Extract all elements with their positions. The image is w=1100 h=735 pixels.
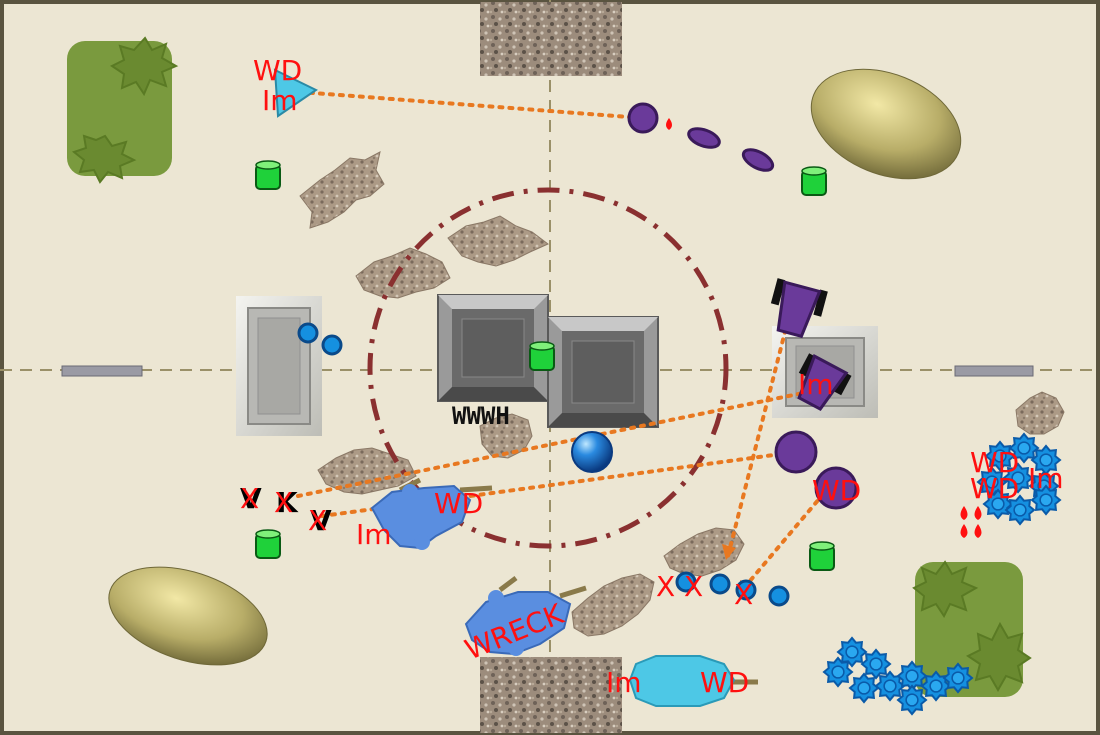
- building-tag: WWWH: [452, 402, 510, 430]
- blood-drop-icon: [666, 118, 672, 130]
- wd-label-right-1: WD: [970, 446, 1019, 479]
- blood-drop-icon: [960, 506, 968, 520]
- svg-text:K: K: [276, 486, 299, 519]
- im-label-right: Im: [1028, 462, 1064, 495]
- swarm-model[interactable]: [896, 660, 928, 692]
- rubble-7: [571, 573, 655, 637]
- rubble-1: [299, 151, 385, 229]
- wd-label-purple-monster: WD: [812, 474, 861, 507]
- purple-vehicle-2[interactable]: [788, 353, 852, 414]
- gravel-tile-top: [480, 2, 622, 76]
- wd-label-bottom: WD: [700, 666, 749, 699]
- swarm-model[interactable]: [896, 684, 928, 716]
- swarm-model[interactable]: [1030, 484, 1062, 516]
- wrecked-vehicle[interactable]: [464, 576, 587, 656]
- im-label-top: Im: [262, 84, 298, 117]
- swarm-model[interactable]: [874, 670, 906, 702]
- right-edge-marker: [954, 365, 1034, 377]
- left-edge-marker: [61, 365, 143, 377]
- x-mark-icon: X: [656, 570, 675, 603]
- swarm-model[interactable]: [1030, 444, 1062, 476]
- swarm-model[interactable]: [920, 670, 952, 702]
- building-center-left: [437, 294, 549, 402]
- purple-model[interactable]: [686, 125, 722, 151]
- blue-vehicle-mid[interactable]: [370, 477, 493, 550]
- swarm-model[interactable]: [1002, 462, 1034, 494]
- purple-model[interactable]: [740, 145, 776, 174]
- svg-text:V: V: [240, 482, 262, 515]
- purple-vehicle-1[interactable]: [765, 278, 828, 340]
- blue-model[interactable]: [321, 334, 343, 356]
- blue-swarm-bottom[interactable]: [822, 636, 974, 716]
- blood-drops-right: [960, 506, 982, 538]
- swarm-model[interactable]: [848, 672, 880, 704]
- swarm-model[interactable]: [1004, 494, 1036, 526]
- objective-marker-icon[interactable]: [529, 341, 555, 371]
- purple-squad-top[interactable]: [627, 102, 776, 175]
- objective-marker-icon[interactable]: [801, 166, 827, 196]
- im-label-mid-vehicle: Im: [356, 518, 392, 551]
- purple-model[interactable]: [627, 102, 659, 134]
- blue-model[interactable]: [675, 571, 697, 593]
- building-center-right: [547, 316, 659, 428]
- center-objective-ring: [367, 187, 729, 549]
- blood-drop-icon: [960, 524, 968, 538]
- blue-model[interactable]: [768, 585, 790, 607]
- im-label-purple-vehicle: Im: [798, 368, 834, 401]
- x-mark-icon: X: [274, 486, 293, 519]
- cyan-vehicle-bottom[interactable]: [628, 655, 758, 707]
- blue-model[interactable]: [709, 573, 731, 595]
- swarm-model[interactable]: [1008, 432, 1040, 464]
- rubble-8: [1015, 391, 1065, 435]
- x-mark-icon: X: [684, 570, 703, 603]
- objective-marker-icon[interactable]: [255, 160, 281, 190]
- wd-label-right-2: WD: [970, 472, 1019, 505]
- svg-text:V: V: [310, 504, 332, 537]
- rubble-group: [299, 151, 1065, 637]
- building-left: [236, 296, 322, 436]
- hill-bottom-left: [108, 566, 268, 666]
- los-arrowhead-1: [722, 544, 736, 560]
- swarm-model[interactable]: [860, 648, 892, 680]
- swarm-model[interactable]: [942, 662, 974, 694]
- cyan-vehicle-top[interactable]: [273, 68, 318, 118]
- blood-drop-icon: [974, 524, 982, 538]
- objective-markers[interactable]: [255, 160, 835, 571]
- blue-squad-bottom[interactable]: [675, 571, 790, 607]
- forest-bottom-right: [912, 560, 1032, 697]
- blood-drop-icon: [974, 506, 982, 520]
- swarm-model[interactable]: [982, 488, 1014, 520]
- blue-model[interactable]: [297, 322, 319, 344]
- forest-top-left: [67, 36, 179, 184]
- blue-orb-unit[interactable]: [571, 431, 613, 473]
- blue-model[interactable]: [735, 579, 757, 601]
- rubble-5: [317, 447, 417, 495]
- rubble-4: [479, 413, 533, 459]
- destroyed-models-bottom: X X X: [656, 570, 753, 611]
- purple-monster[interactable]: [814, 466, 858, 510]
- objective-marker-icon[interactable]: [809, 541, 835, 571]
- swarm-model[interactable]: [822, 656, 854, 688]
- rubble-3: [355, 247, 451, 299]
- wd-label-top: WD: [253, 54, 302, 87]
- x-mark-icon: X: [734, 578, 753, 611]
- x-mark-icon: X: [308, 504, 327, 537]
- purple-monster[interactable]: [774, 430, 818, 474]
- swarm-model[interactable]: [836, 636, 868, 668]
- x-mark-icon: X: [240, 482, 259, 515]
- blue-swarm-right[interactable]: [976, 432, 1062, 526]
- gravel-tile-bottom: [480, 657, 622, 733]
- objective-marker-icon[interactable]: [255, 529, 281, 559]
- swarm-model[interactable]: [984, 440, 1016, 472]
- hill-top-right: [810, 68, 962, 180]
- im-label-bottom: Im: [606, 666, 642, 699]
- wd-label-mid-vehicle: WD: [434, 487, 483, 520]
- rubble-2: [447, 215, 549, 267]
- destroyed-models-left: V K V X X X: [240, 482, 332, 537]
